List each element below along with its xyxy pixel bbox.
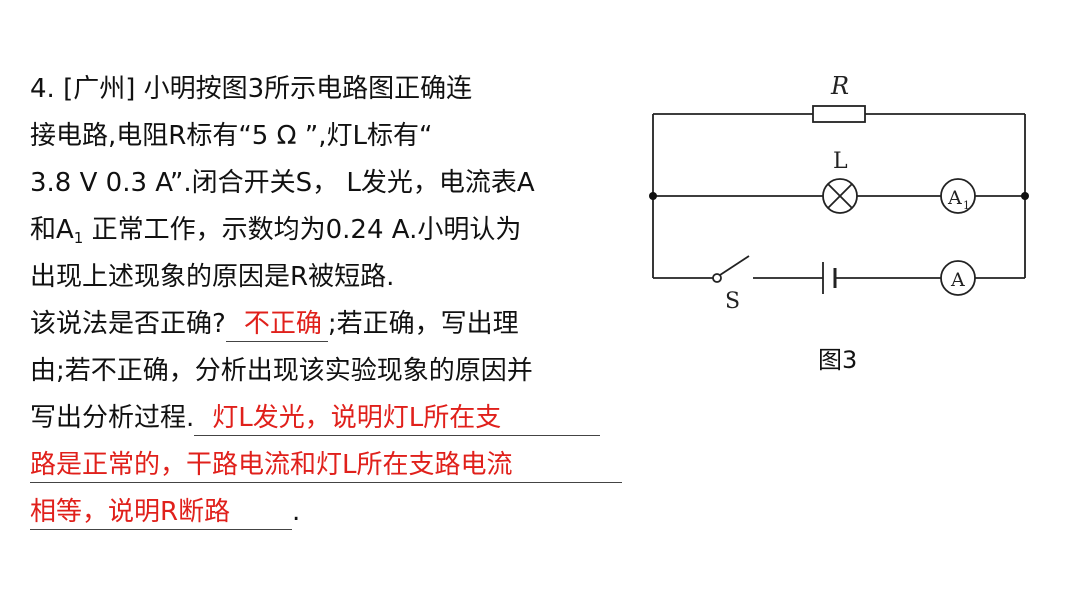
question-line-6: 该说法是否正确?不正确;若正确，写出理 [30,301,640,348]
figure-caption: 图3 [818,346,858,374]
switch-contact-left [712,273,722,283]
answer-blank-correctness: 不正确 [225,307,328,342]
question-line-2: 接电路,电阻R标有“5 Ω ”,灯L标有“ [30,121,433,151]
label-R: R [830,72,849,100]
label-L: L [833,149,848,174]
question-text: 4. [广州] 小明按图3所示电路图正确连 接电路,电阻R标有“5 Ω ”,灯L… [30,66,640,536]
question-line-1: 4. [广州] 小明按图3所示电路图正确连 [30,74,473,104]
question-line-7: 由;若不正确，分析出现该实验现象的原因并 [30,356,533,386]
resistor-R [812,105,866,123]
switch-S-lever [719,255,750,276]
circuit-diagram: R L S A 1 A [649,72,1029,312]
ammeter-A-letter: A [950,269,965,291]
question-line-8: 写出分析过程.灯L发光，说明灯L所在支 [30,395,640,442]
question-line-9: 路是正常的，干路电流和灯L所在支路电流 [30,442,640,489]
answer-line-1: 灯L发光，说明灯L所在支 [194,401,601,436]
question-line-3: 3.8 V 0.3 A”.闭合开关S， L发光，电流表A [30,168,535,198]
ammeter-A1-letter: A [947,187,962,209]
lamp-cross-2 [827,183,853,209]
label-S: S [725,289,740,312]
ammeter-A1-subscript: 1 [963,199,970,212]
junction-left [649,192,657,200]
junction-right [1021,192,1029,200]
subscript-1: 1 [73,229,84,247]
question-line-5: 出现上述现象的原因是R被短路. [30,262,395,292]
question-line-4: 和A1 正常工作，示数均为0.24 A.小明认为 [30,215,522,247]
question-line-10: 相等，说明R断路. [30,489,640,536]
answer-line-3: 相等，说明R断路 [30,495,292,530]
answer-line-2: 路是正常的，干路电流和灯L所在支路电流 [30,448,622,483]
